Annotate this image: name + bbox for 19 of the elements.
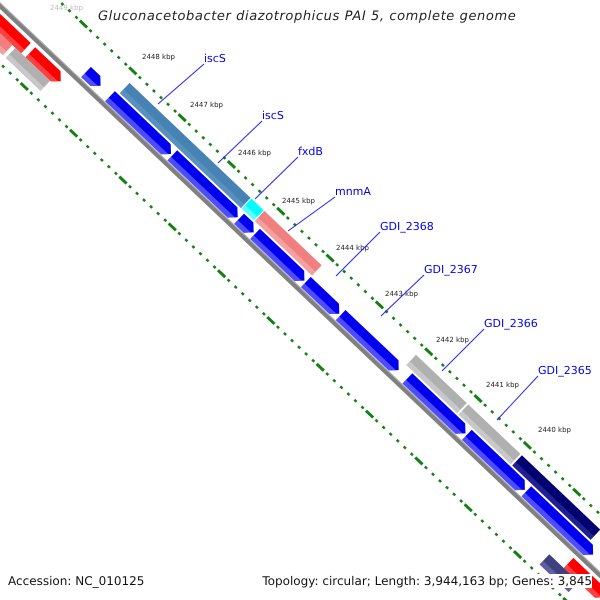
accession-note: Accession: NC_010125 bbox=[8, 574, 144, 588]
leader-line bbox=[158, 64, 204, 104]
leader-line bbox=[442, 328, 484, 372]
map-title: Gluconacetobacter diazotrophicus PAI 5, complete genome bbox=[98, 9, 516, 24]
leader-line bbox=[288, 196, 336, 232]
gene-label: GDI_2368 bbox=[380, 220, 434, 233]
leader-line bbox=[218, 120, 262, 164]
gene-label: GDI_2365 bbox=[538, 364, 592, 377]
gene-label: iscS bbox=[262, 109, 284, 122]
gene-label: mnmA bbox=[335, 185, 371, 198]
leader-line bbox=[496, 376, 538, 420]
gene-label: GDI_2366 bbox=[484, 317, 538, 330]
leader-line bbox=[380, 274, 424, 316]
genome-info-note: Topology: circular; Length: 3,944,163 bp; Genes: 3,845 bbox=[262, 574, 592, 588]
gene-label: fxdB bbox=[298, 145, 323, 158]
gene-label: GDI_2367 bbox=[424, 263, 478, 276]
leader-line bbox=[336, 232, 380, 276]
gene-label: iscS bbox=[204, 52, 226, 65]
leader-line bbox=[254, 156, 298, 200]
